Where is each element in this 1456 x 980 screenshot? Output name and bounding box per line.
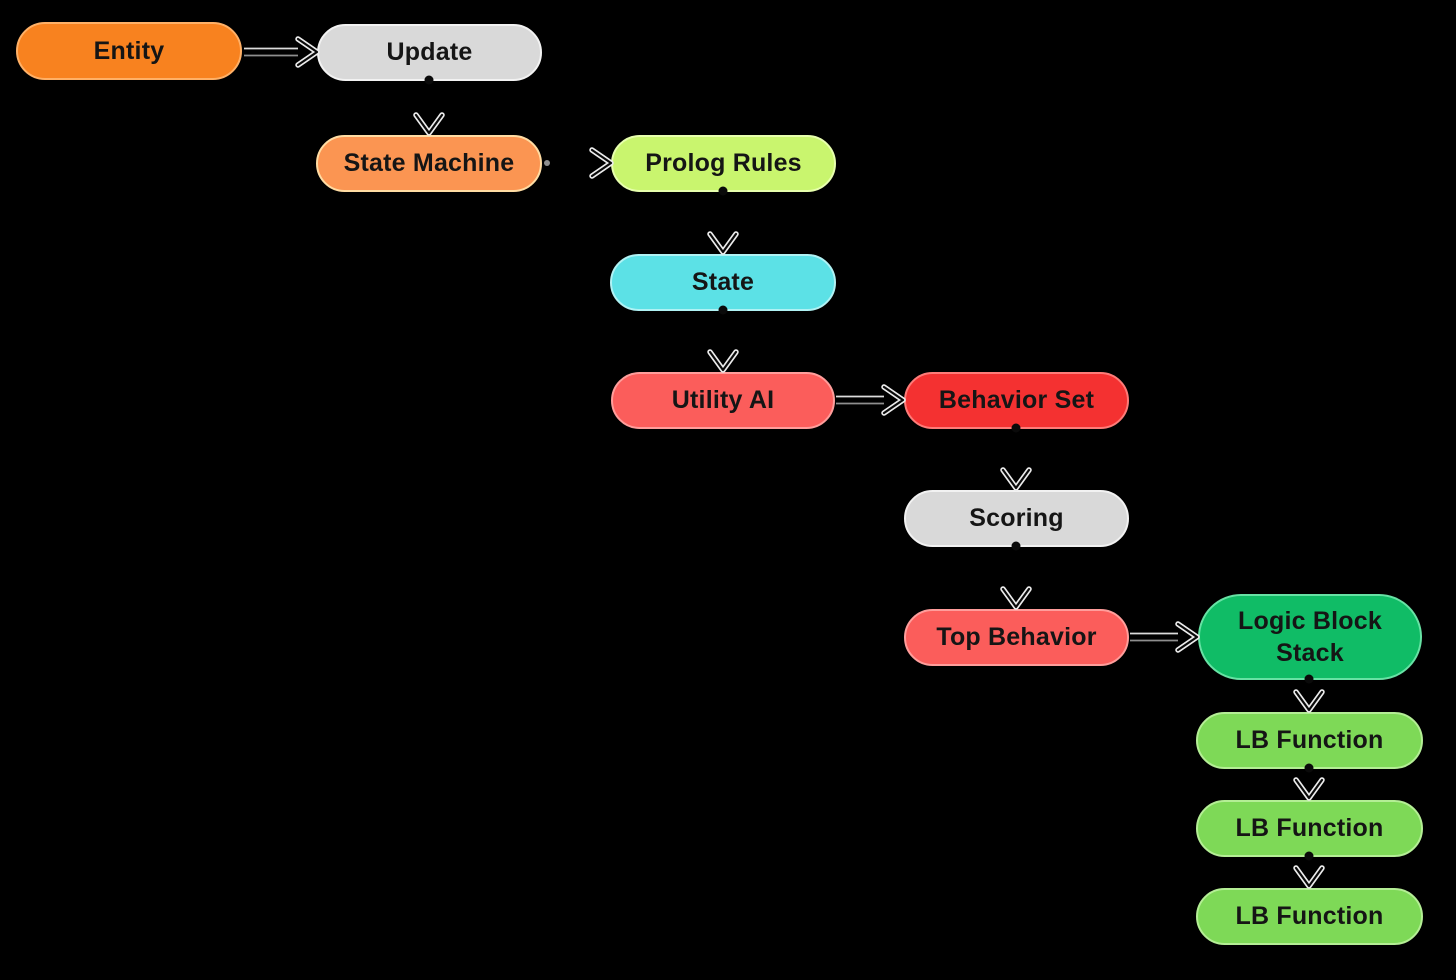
arrow-state-to-utility-ai (707, 305, 739, 373)
node-lb-function-2[interactable]: LB Function (1196, 800, 1423, 857)
node-lb-function-3[interactable]: LB Function (1196, 888, 1423, 945)
node-utility-ai[interactable]: Utility AI (611, 372, 835, 429)
node-top-behavior[interactable]: Top Behavior (904, 609, 1129, 666)
node-scoring[interactable]: Scoring (904, 490, 1129, 547)
arrow-top-behavior-to-logic-block-stack (1130, 621, 1200, 653)
node-update-label: Update (386, 38, 473, 67)
node-entity-label: Entity (93, 36, 165, 65)
node-state[interactable]: State (610, 254, 836, 311)
node-state-machine[interactable]: State Machine (316, 135, 542, 192)
node-lb-function-1-label: LB Function (1235, 726, 1384, 755)
node-top-behavior-label: Top Behavior (936, 623, 1097, 652)
arrow-state-machine-to-prolog-rules (544, 147, 614, 179)
arrow-behavior-set-to-scoring (1000, 423, 1032, 491)
node-state-machine-label: State Machine (343, 149, 515, 178)
node-scoring-label: Scoring (969, 504, 1064, 533)
node-logic-block-stack-label: Logic Block Stack (1238, 606, 1382, 668)
node-prolog-rules-label: Prolog Rules (645, 149, 802, 178)
node-prolog-rules[interactable]: Prolog Rules (611, 135, 836, 192)
node-entity[interactable]: Entity (16, 22, 242, 80)
node-update[interactable]: Update (317, 24, 542, 81)
node-lb-function-3-label: LB Function (1235, 902, 1384, 931)
node-lb-function-1[interactable]: LB Function (1196, 712, 1423, 769)
node-state-label: State (691, 268, 755, 297)
arrow-utility-ai-to-behavior-set (836, 384, 906, 416)
node-lb-function-2-label: LB Function (1235, 814, 1384, 843)
node-logic-block-stack[interactable]: Logic Block Stack (1198, 594, 1422, 680)
arrow-scoring-to-top-behavior (1000, 541, 1032, 610)
arrow-prolog-rules-to-state (707, 186, 739, 255)
node-behavior-set[interactable]: Behavior Set (904, 372, 1129, 429)
node-behavior-set-label: Behavior Set (938, 386, 1095, 415)
arrow-entity-to-update (244, 36, 320, 68)
arrow-update-to-state-machine (413, 75, 445, 136)
node-utility-ai-label: Utility AI (671, 386, 775, 415)
